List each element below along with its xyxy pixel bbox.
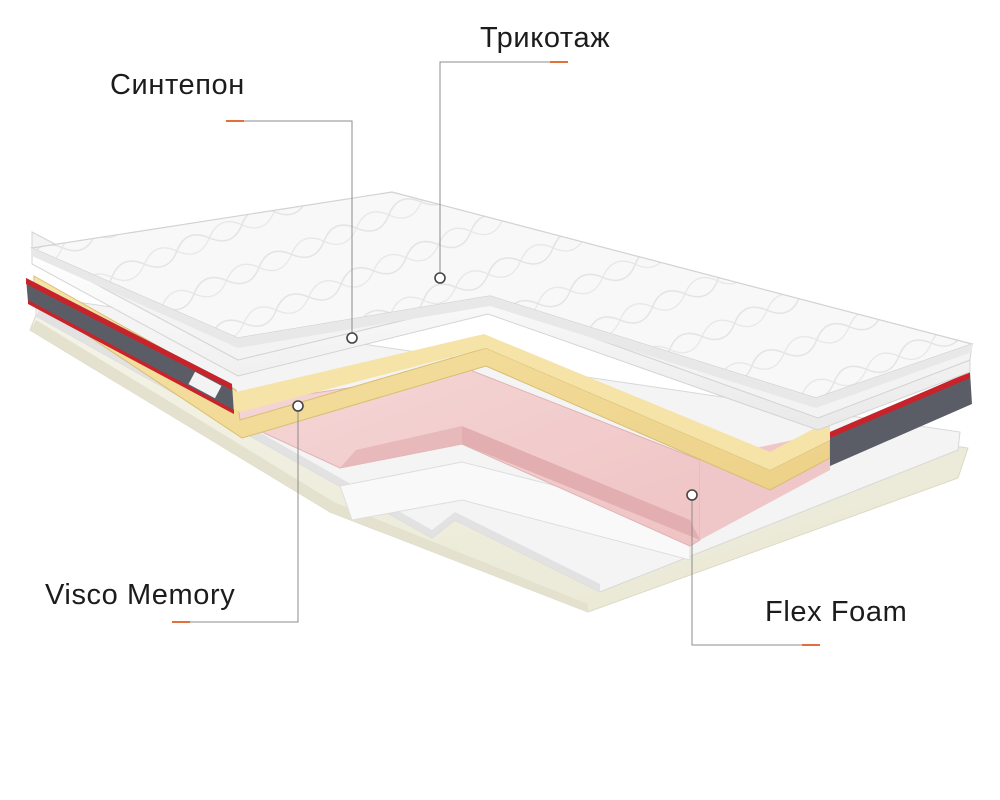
leader-line-visco-memory [172,408,299,623]
leader-lines [172,61,820,646]
label-visco-memory: Visco Memory [45,579,236,611]
leader-line-trikotazh [439,61,568,274]
accent-ticks [172,61,820,646]
marker-dot-flex-foam [686,489,698,501]
label-flex-foam: Flex Foam [765,596,908,628]
marker-dot-sintepon [346,332,358,344]
visco-memory-layer [26,275,972,491]
leader-line-flex-foam [691,497,820,646]
leader-line-sintepon [226,120,353,334]
label-trikotazh: Трикотаж [480,22,611,54]
marker-dot-trikotazh [434,272,446,284]
marker-dots [292,272,698,501]
knit-cover-layer [29,191,975,408]
label-sintepon: Синтепон [110,69,245,101]
marker-dot-visco-memory [292,400,304,412]
